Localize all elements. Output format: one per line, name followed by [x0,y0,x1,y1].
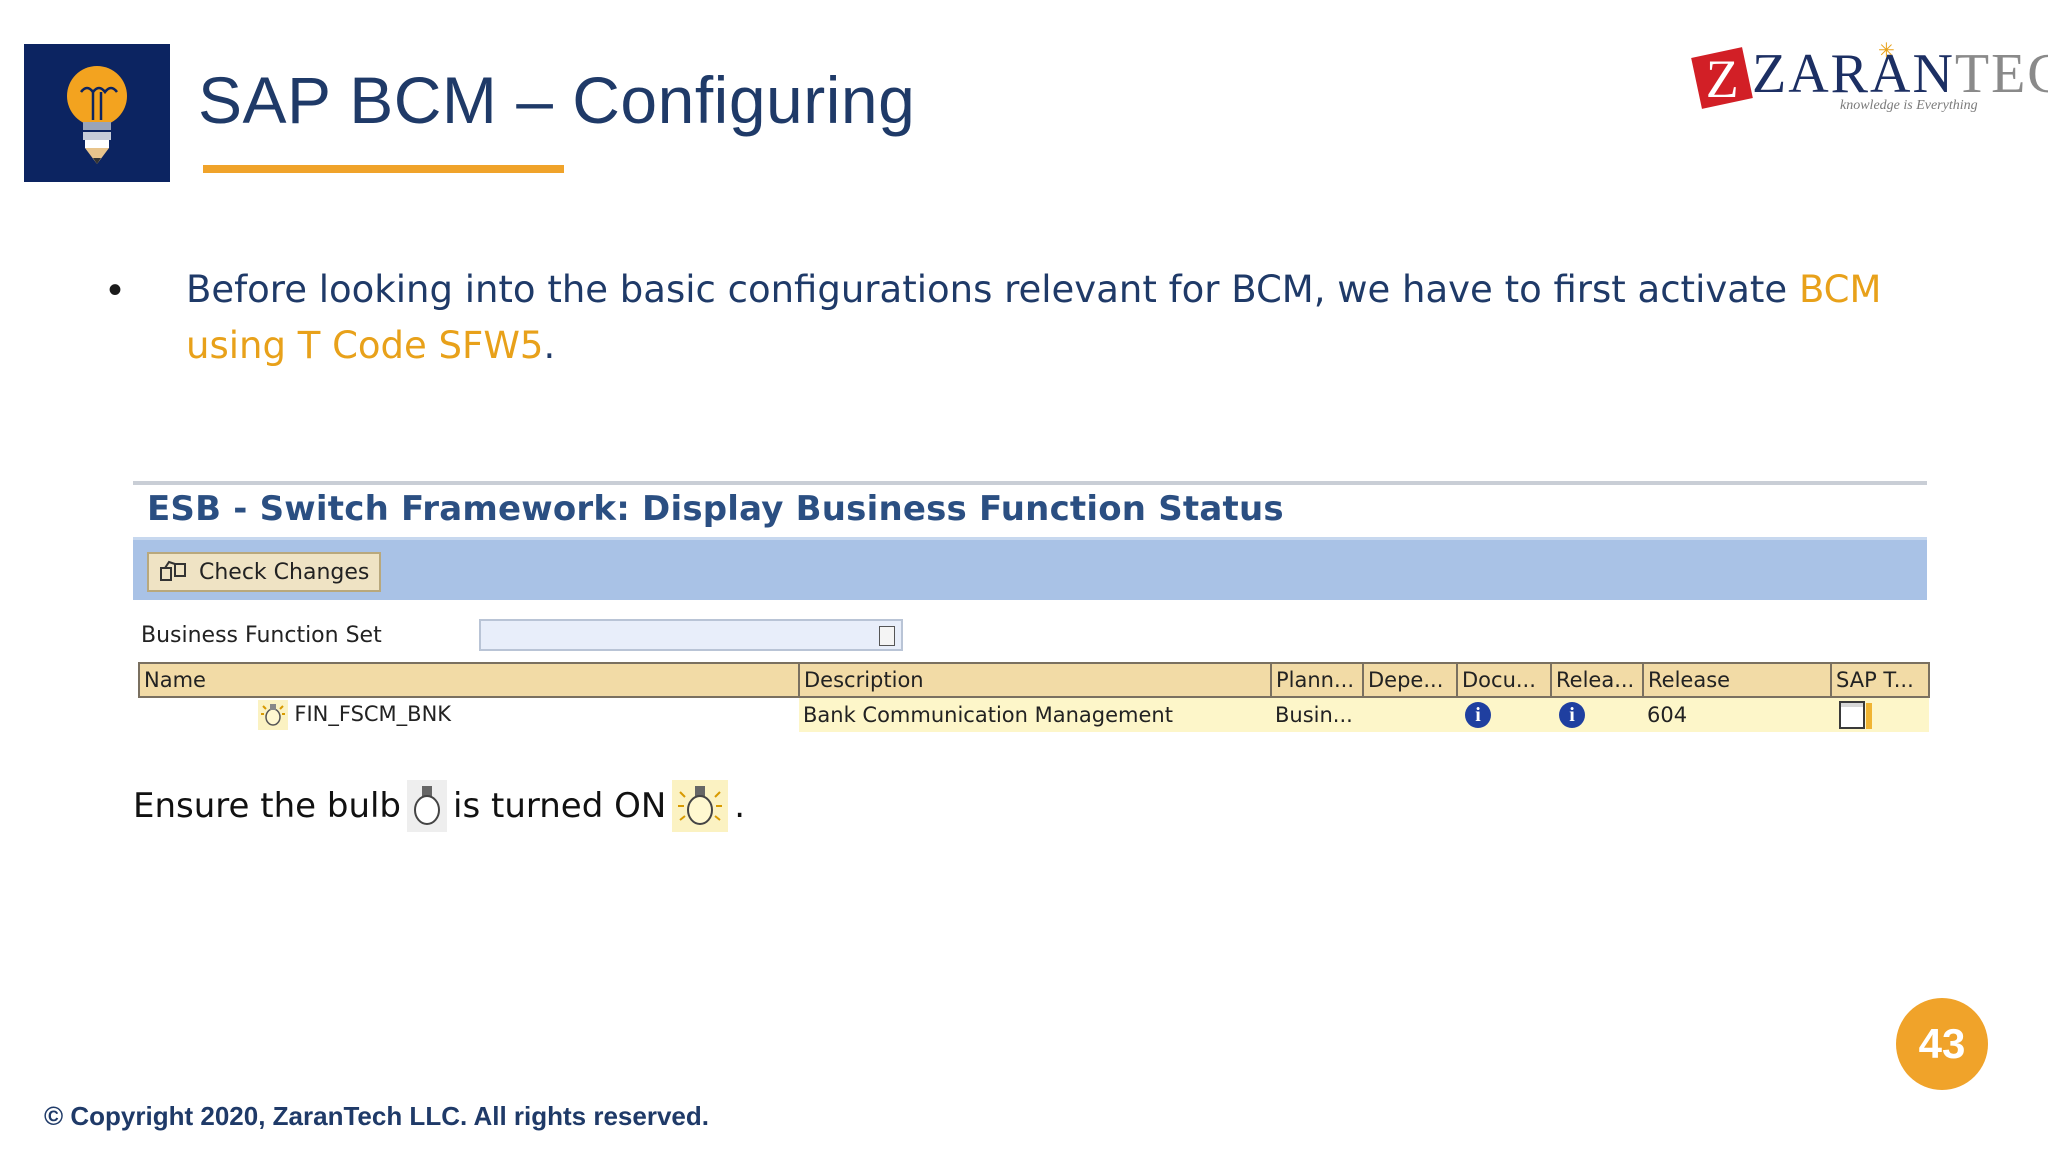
ensure-bulb-note: Ensure the bulb is turned ON . [133,776,745,836]
value-help-icon[interactable] [879,626,895,646]
business-function-table: Name Description Plann... Depe... Docu..… [138,662,1930,732]
sap-window-title: ESB - Switch Framework: Display Business… [147,489,1284,529]
sap-divider [133,481,1927,485]
slide-title: SAP BCM – Configuring [198,63,916,137]
check-changes-label: Check Changes [199,559,370,585]
sap-t-cell [1831,697,1929,732]
copyright-notice: © Copyright 2020, ZaranTech LLC. All rig… [44,1101,709,1131]
brand-wordmark: ZARANTECH [1752,43,2048,105]
bullet-text: Before looking into the basic configurat… [186,268,1882,367]
document-icon[interactable] [1839,701,1872,729]
page-number-badge: 43 [1896,998,1988,1090]
highlight-text: BCM using T Code SFW5 [186,268,1882,367]
bulb-off-icon [407,780,448,832]
description-cell: Bank Communication Management [799,697,1271,732]
lightbulb-pencil-icon [67,66,127,164]
zarantech-logo: Z ZARANTECH ✳ knowledge is Everything [1691,36,2048,116]
business-function-set-input[interactable] [479,619,903,651]
release-note-cell: i [1551,697,1643,732]
table-header-row: Name Description Plann... Depe... Docu..… [138,662,1930,698]
business-function-set-label: Business Function Set [141,623,382,648]
lightbulb-logo [24,44,170,182]
column-header[interactable]: Name [138,662,800,698]
column-header[interactable]: SAP T... [1830,662,1930,698]
name-cell[interactable]: FIN_FSCM_BNK [139,697,799,732]
info-icon[interactable]: i [1465,702,1491,728]
business-function-name: FIN_FSCM_BNK [294,702,452,726]
release-cell: 604 [1643,697,1831,732]
bulb-on-icon [672,780,729,832]
sparkle-icon: ✳ [1878,40,1895,62]
title-underline [203,165,564,173]
bulb-on-icon[interactable] [257,700,288,730]
column-header[interactable]: Description [798,662,1272,698]
documentation-cell: i [1457,697,1551,732]
sap-screenshot: ESB - Switch Framework: Display Business… [133,481,1930,735]
column-header[interactable]: Relea... [1550,662,1644,698]
check-changes-icon [160,560,186,581]
brand-z-mark: Z [1691,47,1753,109]
dependencies-cell [1363,697,1457,732]
column-header[interactable]: Release [1642,662,1832,698]
check-changes-button[interactable]: Check Changes [147,552,382,592]
column-header[interactable]: Plann... [1270,662,1364,698]
column-header[interactable]: Depe... [1362,662,1458,698]
table-row[interactable]: FIN_FSCM_BNK Bank Communication Manageme… [139,697,1929,732]
brand-tagline: knowledge is Everything [1840,98,1978,113]
column-header[interactable]: Docu... [1456,662,1552,698]
bullet-point-icon: • [108,268,123,312]
info-icon[interactable]: i [1559,702,1585,728]
planned-cell: Busin... [1271,697,1363,732]
sap-toolbar: Check Changes [133,537,1927,600]
